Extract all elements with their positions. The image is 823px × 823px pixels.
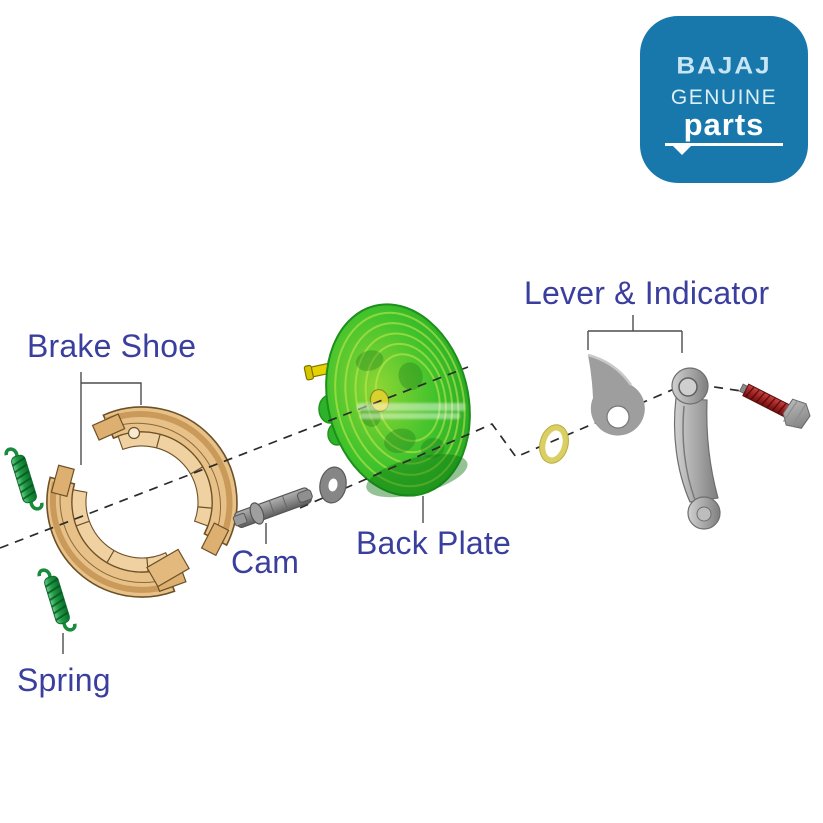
label-spring: Spring bbox=[17, 662, 111, 698]
logo-genuine-text: GENUINE bbox=[670, 86, 778, 109]
label-cam: Cam bbox=[231, 544, 300, 580]
spring-lower bbox=[37, 568, 77, 632]
spring-upper bbox=[4, 447, 44, 511]
bajaj-genuine-parts-logo: BAJAJ GENUINE parts bbox=[640, 16, 808, 183]
bolt-part bbox=[738, 383, 811, 429]
logo-arrow-icon bbox=[673, 146, 691, 155]
indicator-part bbox=[587, 353, 645, 436]
washer-part bbox=[319, 466, 347, 504]
axis-line-shoes bbox=[0, 366, 469, 549]
lever-part bbox=[671, 367, 721, 530]
logo-brand-text: BAJAJ bbox=[676, 51, 772, 79]
brake-shoe-bracket bbox=[80, 372, 142, 465]
back-plate-part bbox=[303, 303, 471, 498]
logo-parts-text: parts bbox=[683, 107, 765, 142]
label-lever-indicator: Lever & Indicator bbox=[524, 275, 770, 311]
logo-underline bbox=[665, 143, 783, 155]
lever-indicator-bracket bbox=[587, 315, 683, 353]
label-back-plate: Back Plate bbox=[356, 525, 511, 561]
label-brake-shoe: Brake Shoe bbox=[27, 328, 197, 364]
o-ring-part bbox=[539, 424, 569, 464]
brake-shoe-lower bbox=[46, 464, 190, 598]
brake-shoe-upper bbox=[91, 406, 238, 557]
cam-part bbox=[232, 487, 313, 528]
